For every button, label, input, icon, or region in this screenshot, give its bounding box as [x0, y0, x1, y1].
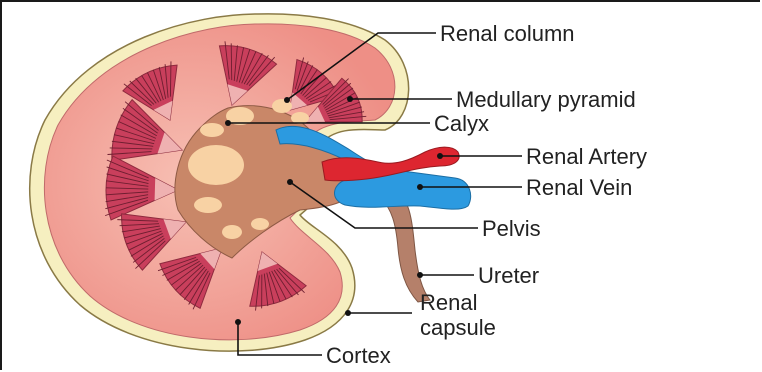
calyx [222, 225, 242, 239]
label-calyx: Calyx [434, 111, 489, 136]
label-medullary-pyramid: Medullary pyramid [456, 87, 636, 112]
calyx [251, 218, 269, 230]
pyramid-striation [231, 43, 232, 80]
pyramid-striation [170, 61, 171, 96]
label-cortex: Cortex [326, 343, 391, 368]
calyx [194, 197, 222, 213]
pointer-dot [225, 120, 231, 126]
label-renal-capsule-line2: capsule [420, 315, 496, 340]
pointer-dot [284, 97, 290, 103]
pointer-dot [417, 184, 423, 190]
pointer-dot [287, 179, 293, 185]
label-renal-vein: Renal Vein [526, 175, 632, 200]
calyx [200, 123, 224, 137]
label-pelvis: Pelvis [482, 216, 541, 241]
pointer-dot [437, 153, 443, 159]
label-renal-artery: Renal Artery [526, 144, 647, 169]
label-ureter: Ureter [478, 263, 539, 288]
pointer-dot [417, 272, 423, 278]
pointer-dot [347, 96, 353, 102]
label-renal-column: Renal column [440, 21, 575, 46]
calyx [188, 145, 244, 185]
pointer-dot [235, 319, 241, 325]
pointer-dot [345, 310, 351, 316]
label-renal-capsule-line1: Renal [420, 290, 477, 315]
